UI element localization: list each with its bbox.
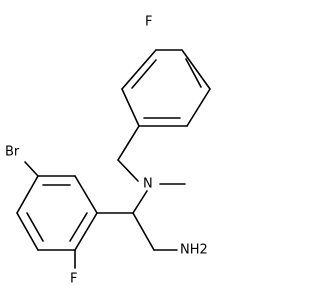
amine-label: NH2 <box>180 243 208 258</box>
nitrogen-label: N <box>143 177 153 192</box>
bond <box>132 190 148 214</box>
bond <box>121 49 157 90</box>
fluorophenyl-ring <box>121 49 211 127</box>
structure-diagram: F Br N F NH2 <box>5 15 211 287</box>
fluorine-label-bottom: F <box>70 272 77 287</box>
bond <box>117 125 140 161</box>
bond <box>16 175 39 214</box>
double-bond <box>69 212 88 242</box>
bond <box>121 88 140 127</box>
bond <box>132 212 155 251</box>
fluorine-label-top: F <box>145 15 152 30</box>
bromofluorophenyl-ring <box>16 175 98 251</box>
bromine-label: Br <box>5 145 20 160</box>
bond <box>117 159 139 182</box>
double-bond <box>26 212 44 242</box>
bond <box>16 212 39 251</box>
bromine-bond <box>24 161 39 177</box>
bond <box>74 175 98 214</box>
bond <box>181 49 211 90</box>
bond <box>186 88 211 127</box>
bond <box>74 212 98 251</box>
double-bond <box>131 59 157 89</box>
molecule-canvas: F Br N F NH2 <box>5 14 211 287</box>
double-bond <box>185 58 202 88</box>
